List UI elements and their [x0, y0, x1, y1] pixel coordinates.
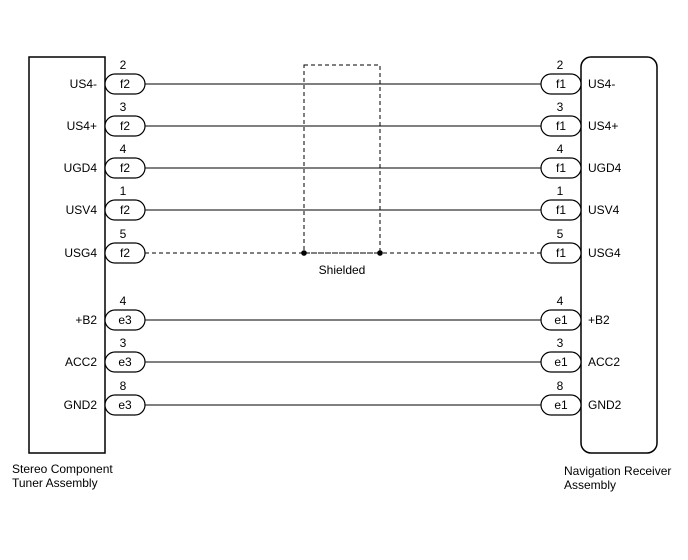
right-pin-number: 4 [557, 294, 564, 308]
shield-box [303, 64, 381, 254]
right-signal-label: USG4 [588, 246, 621, 260]
right-connector-label: e1 [554, 313, 568, 327]
right-connector-label: f1 [556, 161, 566, 175]
right-pin-number: 1 [557, 184, 564, 198]
right-signal-label: UGD4 [588, 161, 622, 175]
right-pin-number: 2 [557, 58, 564, 72]
left-connector-label: f2 [120, 161, 130, 175]
right-component-name-line2: Assembly [564, 478, 617, 492]
left-connector-pill [104, 73, 146, 95]
right-connector-label: f1 [556, 119, 566, 133]
left-signal-label: GND2 [64, 398, 98, 412]
right-pin-number: 4 [557, 142, 564, 156]
shield-junction-left [301, 250, 307, 256]
left-connector-label: f2 [120, 203, 130, 217]
right-connector-pill [540, 309, 582, 331]
left-connector-label: e3 [118, 355, 132, 369]
left-component-label: Stereo Component Tuner Assembly [12, 462, 113, 490]
left-signal-label: USG4 [64, 246, 97, 260]
left-connector-pill [104, 394, 146, 416]
right-signal-label: US4+ [588, 119, 618, 133]
right-connector-label: f1 [556, 246, 566, 260]
right-connector-label: e1 [554, 398, 568, 412]
right-connector-pill [540, 351, 582, 373]
shield-label: Shielded [319, 263, 366, 277]
right-connector-pill [540, 242, 582, 264]
right-signal-label: US4- [588, 77, 615, 91]
right-connector-pill [540, 73, 582, 95]
left-signal-label: US4- [70, 77, 97, 91]
left-connector-pill [104, 115, 146, 137]
left-pin-number: 1 [120, 184, 127, 198]
right-signal-label: +B2 [588, 313, 610, 327]
left-pin-number: 4 [120, 294, 127, 308]
wire-row: +B2 e3 4 +B2 e1 4 [75, 294, 610, 331]
right-component-name-line1: Navigation Receiver [564, 464, 672, 478]
left-pin-number: 3 [120, 336, 127, 350]
right-pin-number: 3 [557, 336, 564, 350]
left-signal-label: USV4 [66, 203, 98, 217]
left-connector-label: f2 [120, 77, 130, 91]
left-pin-number: 5 [120, 227, 127, 241]
left-pin-number: 8 [120, 379, 127, 393]
left-connector-pill [104, 242, 146, 264]
left-pin-number: 2 [120, 58, 127, 72]
right-pin-number: 5 [557, 227, 564, 241]
right-connector-pill [540, 199, 582, 221]
right-connector-label: e1 [554, 355, 568, 369]
left-connector-label: f2 [120, 246, 130, 260]
left-connector-pill [104, 309, 146, 331]
right-signal-label: ACC2 [588, 355, 620, 369]
right-connector-label: f1 [556, 77, 566, 91]
right-connector-pill [540, 157, 582, 179]
left-connector-pill [104, 199, 146, 221]
left-component-name-line2: Tuner Assembly [12, 476, 98, 490]
left-connector-label: e3 [118, 313, 132, 327]
left-signal-label: ACC2 [65, 355, 97, 369]
left-signal-label: US4+ [67, 119, 97, 133]
left-component-box [28, 56, 106, 454]
right-connector-pill [540, 394, 582, 416]
left-signal-label: +B2 [75, 313, 97, 327]
right-connector-pill [540, 115, 582, 137]
right-signal-label: USV4 [588, 203, 620, 217]
right-signal-label: GND2 [588, 398, 622, 412]
left-connector-label: f2 [120, 119, 130, 133]
right-pin-number: 8 [557, 379, 564, 393]
right-connector-label: f1 [556, 203, 566, 217]
right-pin-number: 3 [557, 100, 564, 114]
left-connector-pill [104, 157, 146, 179]
left-pin-number: 4 [120, 142, 127, 156]
left-connector-pill [104, 351, 146, 373]
left-pin-number: 3 [120, 100, 127, 114]
right-component-label: Navigation Receiver Assembly [564, 464, 671, 492]
left-component-name-line1: Stereo Component [12, 462, 113, 476]
left-signal-label: UGD4 [64, 161, 98, 175]
left-connector-label: e3 [118, 398, 132, 412]
